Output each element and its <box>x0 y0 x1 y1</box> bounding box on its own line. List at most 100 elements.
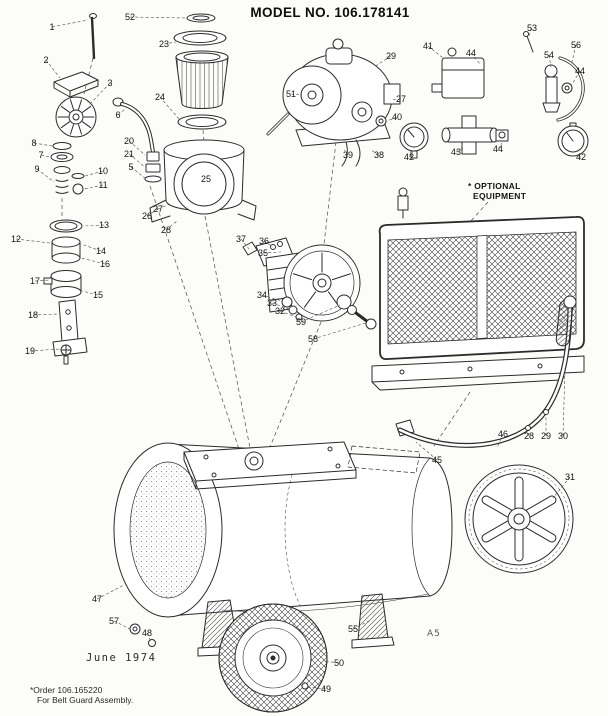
leader-line-56 <box>571 44 577 63</box>
part-number-54: 54 <box>544 50 554 60</box>
part-number-39: 39 <box>343 150 353 160</box>
leader-line-44 <box>497 142 503 150</box>
part-number-56: 56 <box>571 40 581 50</box>
part-number-13: 13 <box>99 220 109 230</box>
alignment-lines <box>61 57 489 453</box>
fan-flywheel <box>55 96 97 138</box>
part-number-45: 45 <box>432 455 442 465</box>
footnote-line1: *Order 106.165220 <box>30 685 103 695</box>
leader-line-53 <box>527 27 533 39</box>
part-number-14: 14 <box>96 246 106 256</box>
leader-line-23 <box>163 41 177 45</box>
leader-line-42 <box>408 151 414 158</box>
pressure-gauge-right <box>557 122 589 157</box>
leader-line-5 <box>130 166 147 180</box>
part-number-33: 33 <box>267 298 277 308</box>
rear-leg <box>351 593 395 649</box>
optional-equipment-label-line2: EQUIPMENT <box>473 191 527 201</box>
part-number-2: 2 <box>43 55 48 65</box>
relief-tube <box>556 56 585 122</box>
handle <box>395 295 577 448</box>
part-number-15: 15 <box>93 290 103 300</box>
leader-line-36 <box>263 240 274 248</box>
leader-line-2 <box>45 59 61 79</box>
part-number-44: 44 <box>466 48 476 58</box>
pressure-switch <box>431 47 485 99</box>
mounting-bolt <box>89 13 97 60</box>
leader-line-14 <box>80 243 102 252</box>
leader-line-46 <box>496 433 504 449</box>
leader-line-16 <box>80 257 106 265</box>
leader-line-57 <box>113 620 131 630</box>
mounting-platform <box>183 441 421 490</box>
callout-leader-lines <box>15 16 581 690</box>
part-number-18: 18 <box>28 310 38 320</box>
leader-line-28 <box>527 428 530 437</box>
footnote-line2: For Belt Guard Assembly. <box>37 695 133 705</box>
leader-line-52 <box>129 16 187 19</box>
part-number-51: 51 <box>286 89 296 99</box>
leader-line-37 <box>240 238 250 250</box>
part-number-28: 28 <box>524 431 534 441</box>
leader-line-30 <box>562 367 566 437</box>
leader-line-55 <box>352 619 372 630</box>
part-number-35: 35 <box>258 248 268 258</box>
leader-line-18 <box>32 313 59 316</box>
leader-line-51 <box>290 93 303 96</box>
part-number-44: 44 <box>575 66 585 76</box>
pressure-gauge-left <box>399 122 429 159</box>
part-number-16: 16 <box>100 259 110 269</box>
bottom-wheel <box>218 603 328 713</box>
page-title: MODEL NO. 106.178141 <box>250 5 409 20</box>
leader-line-45 <box>415 441 438 461</box>
part-number-27: 27 <box>396 94 406 104</box>
guard-bracket <box>371 355 585 383</box>
part-number-44: 44 <box>493 144 503 154</box>
mounting-plate <box>53 71 99 98</box>
part-number-6: 6 <box>115 110 120 120</box>
part-number-59: 59 <box>296 317 306 327</box>
leader-line-21 <box>128 153 146 168</box>
part-number-40: 40 <box>392 112 402 122</box>
leader-line-40 <box>386 116 398 122</box>
leader-line-34 <box>261 294 283 302</box>
part-number-27: 27 <box>153 204 163 214</box>
part-number-37: 37 <box>236 234 246 244</box>
leader-line-11 <box>83 184 104 190</box>
leader-line-48 <box>146 632 152 643</box>
part-number-3: 3 <box>107 78 112 88</box>
part-number-21: 21 <box>124 149 134 159</box>
date-stamp: June 1974 <box>86 652 156 664</box>
part-number-50: 50 <box>334 658 344 668</box>
page-ref: A5 <box>427 629 441 639</box>
leader-line-31 <box>552 476 571 499</box>
part-number-25: 25 <box>201 174 211 184</box>
part-number-52: 52 <box>125 12 135 22</box>
part-number-29: 29 <box>386 51 396 61</box>
part-number-23: 23 <box>159 39 169 49</box>
leader-line-12 <box>15 238 51 244</box>
part-number-24: 24 <box>155 92 165 102</box>
pump-assembly <box>242 237 377 330</box>
part-number-9: 9 <box>34 164 39 174</box>
leader-line-17 <box>34 279 51 282</box>
leader-line-26 <box>146 208 159 217</box>
leader-line-13 <box>82 224 105 227</box>
part-number-1: 1 <box>49 22 54 32</box>
part-number-47: 47 <box>92 594 102 604</box>
fitting-mid-right <box>495 129 509 142</box>
leader-line-58 <box>312 322 367 340</box>
compressor-head <box>149 139 257 223</box>
optional-equipment-label-line1: * OPTIONAL <box>468 181 521 191</box>
motor-wires <box>341 139 361 167</box>
leader-line-8 <box>33 142 53 147</box>
leader-line-54 <box>548 54 552 68</box>
gasket-ring <box>49 219 83 233</box>
part-number-49: 49 <box>321 684 331 694</box>
leader-line-15 <box>81 290 99 296</box>
part-number-30: 30 <box>558 431 568 441</box>
hub-bolt <box>301 682 309 690</box>
leader-line-27 <box>390 98 402 101</box>
